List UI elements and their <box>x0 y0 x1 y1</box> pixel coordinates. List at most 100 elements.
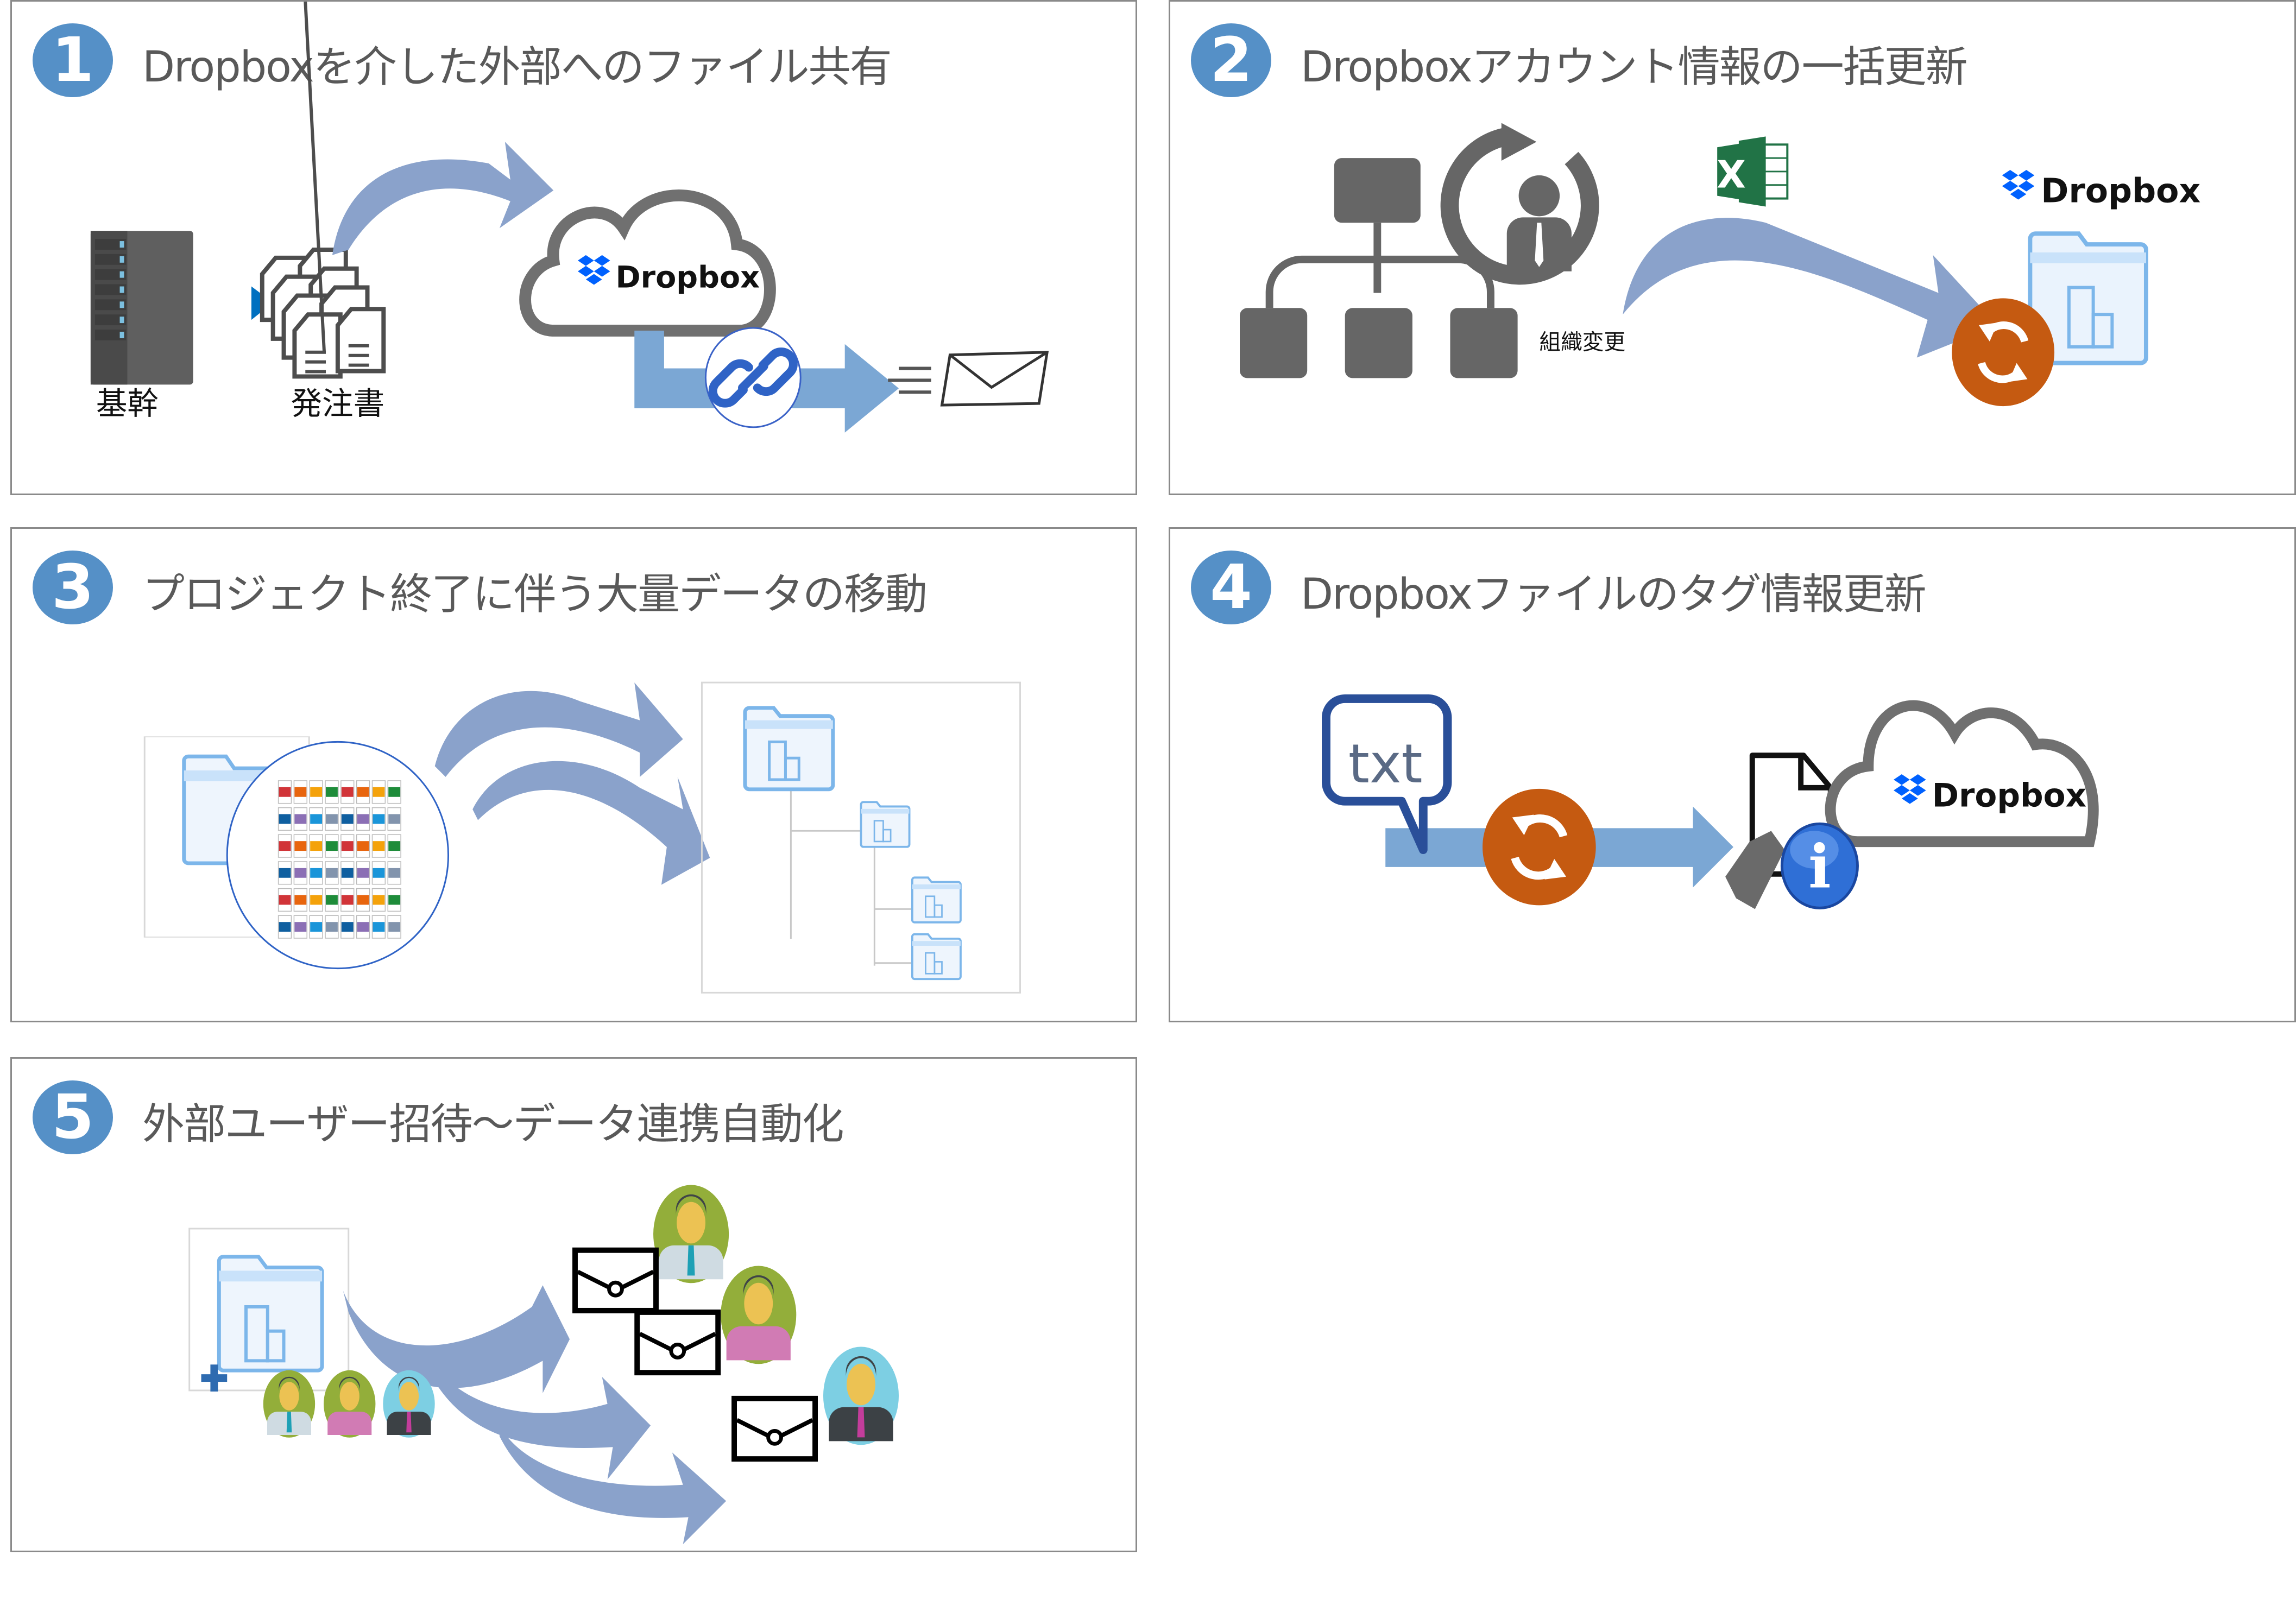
panel-bulk-data-move: 3 プロジェクト終了に伴う大量データの移動 <box>10 527 1137 1022</box>
file-icon <box>356 861 370 885</box>
step-badge: 1 <box>33 23 113 97</box>
txt-label: txt <box>1348 733 1423 795</box>
file-icon <box>356 807 370 831</box>
file-icon <box>371 888 386 912</box>
file-icon <box>277 915 292 939</box>
file-icon <box>340 807 355 831</box>
flow-arrow-top <box>434 682 683 777</box>
dropbox-logo-icon <box>2002 169 2035 200</box>
flow-arrow-1 <box>343 1285 570 1393</box>
file-icon <box>277 861 292 885</box>
invitation-envelopes <box>572 1247 818 1462</box>
destination-frame <box>701 681 1021 994</box>
brand-label: Dropbox <box>2041 172 2200 211</box>
file-icon <box>309 888 323 912</box>
sync-icon <box>1483 788 1596 906</box>
file-icon <box>340 915 355 939</box>
panel-account-update: 2 Dropboxアカウント情報の一括更新 組織変更 X <box>1169 0 2296 495</box>
file-icon <box>309 915 323 939</box>
panel-file-sharing: 1 Dropboxを介した外部へのファイル共有 基幹 <box>10 0 1137 495</box>
file-icon <box>325 807 339 831</box>
step-badge: 4 <box>1191 551 1271 624</box>
flow-arrow-3 <box>499 1425 727 1545</box>
info-icon: i <box>1780 822 1859 909</box>
folder-tree-icon <box>790 769 912 966</box>
step-badge: 5 <box>33 1080 113 1154</box>
org-chart-icon <box>1240 158 1518 378</box>
panel-title: プロジェクト終了に伴う大量データの移動 <box>142 570 928 619</box>
file-icon <box>325 888 339 912</box>
panel-tag-update: 4 Dropboxファイルのタグ情報更新 txt Dropbox <box>1169 527 2296 1022</box>
file-icon <box>293 807 307 831</box>
file-icon <box>293 834 307 858</box>
file-icon <box>340 780 355 804</box>
flow-arrow-icon <box>332 142 554 255</box>
cloud-icon <box>519 189 776 337</box>
org-change-label: 組織変更 <box>1539 330 1625 355</box>
destination-folders <box>743 706 962 981</box>
link-icon <box>704 327 802 428</box>
file-icon <box>309 780 323 804</box>
user-avatar-icon <box>383 1370 435 1438</box>
file-icon <box>293 861 307 885</box>
step-badge: 3 <box>33 551 113 624</box>
document-lines <box>305 344 369 374</box>
dropbox-logo-icon <box>577 255 610 285</box>
file-icon <box>277 888 292 912</box>
file-icon <box>387 915 401 939</box>
file-icon <box>277 780 292 804</box>
file-icon <box>309 861 323 885</box>
file-icon <box>356 915 370 939</box>
server-label: 基幹 <box>96 385 159 422</box>
file-icon <box>371 834 386 858</box>
user-avatar-icon <box>721 1266 797 1364</box>
file-icon <box>387 780 401 804</box>
user-refresh-icon <box>1440 123 1599 285</box>
user-avatar-icon <box>653 1185 729 1283</box>
panel-title: Dropboxファイルのタグ情報更新 <box>1301 570 1927 619</box>
flow-arrow-2 <box>424 1350 651 1479</box>
file-icon <box>371 915 386 939</box>
excel-letter: X <box>1717 153 1746 197</box>
server-icon <box>90 231 193 385</box>
file-icon <box>387 861 401 885</box>
cloud-brand-label: Dropbox <box>1932 777 2087 815</box>
sync-icon <box>1952 298 2055 407</box>
user-avatar-icon <box>823 1346 899 1445</box>
cloud-icon <box>1825 700 2099 848</box>
folder-icon <box>743 706 835 792</box>
file-icon <box>325 834 339 858</box>
file-icon <box>371 861 386 885</box>
file-icon <box>340 834 355 858</box>
file-icon <box>325 861 339 885</box>
file-icon <box>387 834 401 858</box>
folder-icon <box>911 876 962 924</box>
tag-icon <box>1725 831 1785 909</box>
add-user-icon <box>201 1364 228 1392</box>
file-icon <box>371 807 386 831</box>
file-icon <box>309 834 323 858</box>
invitation-envelope-icon <box>731 1395 818 1462</box>
cloud-brand-label: Dropbox <box>615 260 760 295</box>
arrow-icon <box>1693 806 1733 888</box>
file-icon <box>371 780 386 804</box>
file-icon <box>387 807 401 831</box>
file-icon <box>277 834 292 858</box>
file-icon <box>387 888 401 912</box>
panel-title: Dropboxを介した外部へのファイル共有 <box>142 43 892 92</box>
file-icon <box>309 807 323 831</box>
file-icon <box>340 861 355 885</box>
file-icon <box>356 780 370 804</box>
user-avatar-icon <box>263 1370 316 1438</box>
account-update-illustration: 組織変更 X Dropbox <box>1240 123 2200 407</box>
excel-icon: X <box>1717 136 1789 207</box>
flow-arrow-bottom <box>472 761 710 885</box>
invitation-envelope-icon <box>634 1309 721 1376</box>
file-icon <box>340 888 355 912</box>
file-icon <box>293 780 307 804</box>
file-icon <box>356 888 370 912</box>
file-icon <box>293 915 307 939</box>
bulk-move-illustration <box>143 681 1021 994</box>
flow-arrow-icon <box>1623 218 1998 358</box>
envelope-icon <box>888 351 1049 407</box>
